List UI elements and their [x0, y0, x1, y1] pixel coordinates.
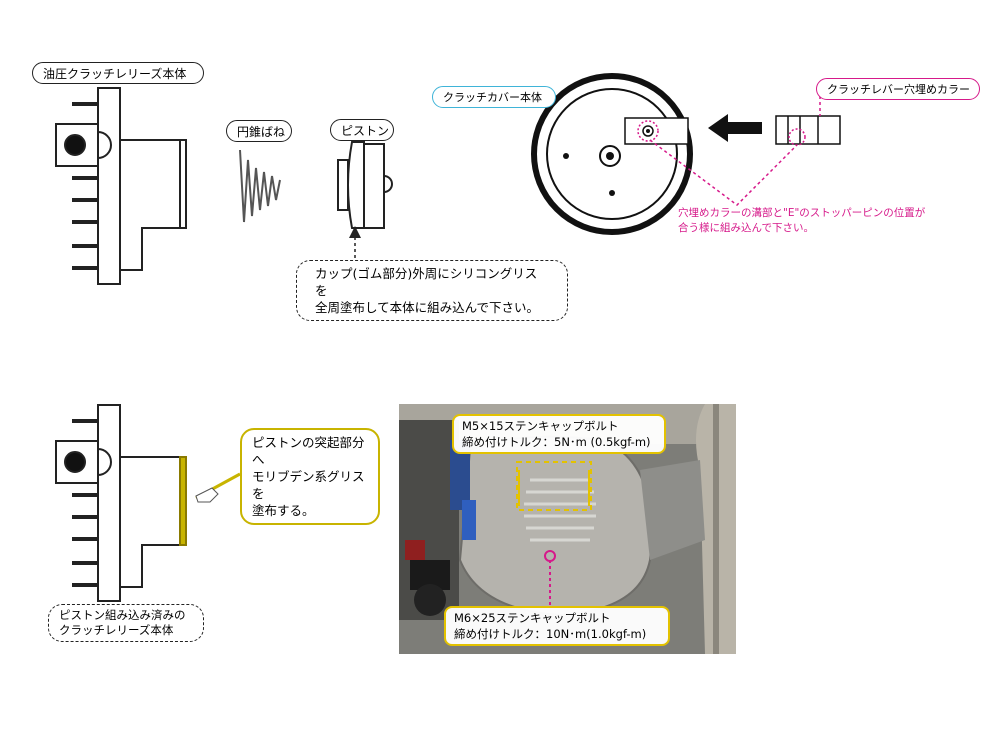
note-line: ピストンの突起部分へ	[252, 435, 365, 467]
cover-body-label: クラッチカバー本体	[432, 86, 556, 108]
note-line: 穴埋めカラーの溝部と"E"のストッパーピンの位置が	[678, 207, 926, 219]
bolt-torque: 締め付けトルク：10N･m(1.0kgf-m)	[454, 627, 647, 641]
lever-collar-label: クラッチレバー穴埋めカラー	[816, 78, 980, 100]
bolt-name: M5×15ステンキャップボルト	[462, 419, 619, 433]
note-line: 塗布する。	[252, 503, 315, 518]
m5-bolt-callout: M5×15ステンキャップボルト 締め付けトルク：5N･m (0.5kgf-m)	[452, 414, 666, 454]
m6-bolt-callout: M6×25ステンキャップボルト 締め付けトルク：10N･m(1.0kgf-m)	[444, 606, 670, 646]
clutch-cover-drawing	[531, 73, 693, 235]
cone-spring-label: 円錐ばね	[226, 120, 292, 142]
bolt-torque: 締め付けトルク：5N･m (0.5kgf-m)	[462, 435, 651, 449]
bolt-name: M6×25ステンキャップボルト	[454, 611, 611, 625]
note-line: 合う様に組み込んで下さい。	[678, 222, 814, 234]
collar-align-note: 穴埋めカラーの溝部と"E"のストッパーピンの位置が 合う様に組み込んで下さい。	[678, 206, 925, 236]
note-line: クラッチレリーズ本体	[59, 623, 174, 637]
note-line: カップ(ゴム部分)外周にシリコングリスを	[315, 266, 538, 298]
assembled-release-label: ピストン組み込み済みの クラッチレリーズ本体	[48, 604, 204, 642]
arrow-left-icon	[708, 114, 762, 142]
release-body-drawing	[55, 87, 187, 285]
note-line: ピストン組み込み済みの	[59, 608, 186, 622]
release-body-label: 油圧クラッチレリーズ本体	[32, 62, 204, 84]
piston-label: ピストン	[330, 119, 394, 141]
note-line: モリブデン系グリスを	[252, 469, 365, 501]
pointing-hand-icon	[195, 472, 241, 503]
moly-grease-note: ピストンの突起部分へ モリブデン系グリスを 塗布する。	[240, 428, 380, 525]
note-line: 全周塗布して本体に組み込んで下さい。	[315, 300, 540, 315]
lever-collar-drawing	[775, 115, 841, 146]
assembled-release-drawing	[55, 404, 187, 602]
cone-spring-drawing	[239, 149, 281, 223]
piston-drawing	[337, 141, 393, 229]
grease-cup-note: カップ(ゴム部分)外周にシリコングリスを 全周塗布して本体に組み込んで下さい。	[296, 260, 568, 321]
